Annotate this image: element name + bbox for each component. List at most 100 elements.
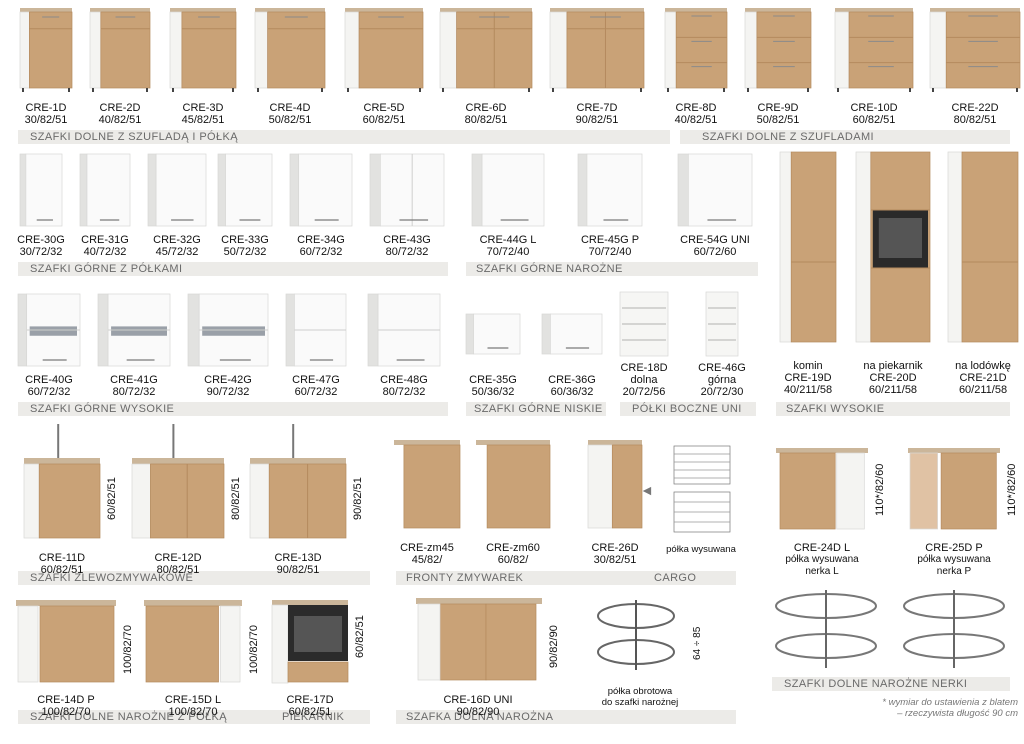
cabinet-code: CRE-20D <box>869 372 917 384</box>
band-corner-single: SZAFKA DOLNA NAROŻNA <box>396 710 736 724</box>
cabinet-dimensions: 70/72/40 <box>588 246 632 258</box>
sink-cabinet-image <box>249 424 347 539</box>
cabinet-code: CRE-41G <box>110 374 158 386</box>
cabinet-code: CRE-40G <box>25 374 73 386</box>
base-cabinet-image <box>89 8 151 92</box>
cabinet-dimensions: 60/72/32 <box>294 386 338 398</box>
cabinet-code: CRE-45G P <box>580 234 640 246</box>
base-cabinet-image <box>929 8 1021 92</box>
dimension-label: 110*/82/60 <box>1006 463 1018 516</box>
cabinet-dimensions: 30/72/32 <box>19 246 63 258</box>
cabinet-dimensions: 70/72/40 <box>486 246 530 258</box>
band-label: SZAFKA DOLNA NAROŻNA <box>406 711 554 723</box>
base-cabinet-image <box>549 8 645 92</box>
upper-cabinet-image <box>187 293 269 367</box>
cabinet-code: CRE-4D <box>269 102 311 114</box>
shelf-code: CRE-46G <box>698 362 746 374</box>
corner-note1: półka wysuwana <box>917 554 991 565</box>
cabinet-code: CRE-34G <box>297 234 345 246</box>
cargo-note: półka wysuwana <box>666 544 736 555</box>
cabinet-code: CRE-13D <box>274 552 322 564</box>
band-label: CARGO <box>654 572 697 584</box>
cabinet-code: CRE-11D <box>38 552 86 564</box>
band-label: SZAFKI DOLNE Z SZUFLADAMI <box>702 131 874 143</box>
cabinet-dimensions: 50/82/51 <box>756 114 800 126</box>
cabinet-code: CRE-17D <box>286 694 334 706</box>
cabinet-dimensions: 80/82/51 <box>953 114 997 126</box>
upper-cabinet-image <box>17 293 81 367</box>
sink-cabinet-image <box>23 424 101 539</box>
upper-cabinet-image <box>577 153 643 227</box>
cabinet-code: CRE-42G <box>204 374 252 386</box>
band-label: SZAFKI DOLNE NAROŻNE Z PÓŁKĄ <box>30 711 228 723</box>
band-label: PIEKARNIK <box>282 711 345 723</box>
dimension-label: 100/82/70 <box>248 625 260 674</box>
band-label: SZAFKI DOLNE NAROŻNE NERKI <box>784 678 968 690</box>
shelf-dims: 20/72/56 <box>622 386 666 398</box>
shelf-code: CRE-18D <box>620 362 668 374</box>
cabinet-dimensions: 60/82/51 <box>288 706 332 718</box>
corner-cabinet-image <box>908 448 1000 530</box>
band-upper-shelves: SZAFKI GÓRNE Z PÓŁKAMI <box>18 262 448 276</box>
cabinet-dimensions: 60/211/58 <box>958 384 1008 396</box>
cabinet-dimensions: 90/82/51 <box>276 564 320 576</box>
base-cabinet-image <box>439 8 533 92</box>
dimension-label: 90/82/51 <box>352 477 364 520</box>
cabinet-note: na lodówkę <box>955 360 1011 372</box>
dishwasher-front-image <box>587 440 643 529</box>
cabinet-dimensions: 100/82/70 <box>168 706 218 718</box>
cabinet-code: CRE-36G <box>548 374 596 386</box>
band-label: SZAFKI GÓRNE WYSOKIE <box>30 403 175 415</box>
band-upper-low: SZAFKI GÓRNE NISKIE <box>466 402 606 416</box>
band-corner-kidney: SZAFKI DOLNE NAROŻNE NERKI <box>772 677 1010 691</box>
cabinet-code: CRE-26D <box>591 542 639 554</box>
band-sink: SZAFKI ZLEWOZMYWAKOWE <box>18 571 370 585</box>
cabinet-dimensions: 45/82/ <box>411 554 443 566</box>
corner-code: CRE-24D L <box>793 542 851 554</box>
cabinet-dimensions: 80/72/32 <box>382 386 426 398</box>
corner-cabinet-image <box>776 448 868 530</box>
base-cabinet-image <box>254 8 326 92</box>
base-cabinet-image <box>19 8 73 92</box>
upper-cabinet-image <box>465 313 521 355</box>
cabinet-dimensions: 50/82/51 <box>268 114 312 126</box>
cabinet-code: CRE-14D P <box>37 694 95 706</box>
dimension-label: 110*/82/60 <box>874 463 886 516</box>
band-upper-tall: SZAFKI GÓRNE WYSOKIE <box>18 402 448 416</box>
cabinet-code: CRE-3D <box>182 102 224 114</box>
upper-cabinet-image <box>289 153 353 227</box>
upper-cabinet-image <box>147 153 207 227</box>
upper-cabinet-image <box>369 153 445 227</box>
cabinet-code: CRE-33G <box>221 234 269 246</box>
cabinet-code: CRE-19D <box>784 372 832 384</box>
band-upper-corner: SZAFKI GÓRNE NAROŻNE <box>466 262 758 276</box>
base-cabinet-image <box>834 8 914 92</box>
cabinet-code: CRE-9D <box>757 102 799 114</box>
side-shelf-lower-image <box>619 291 669 357</box>
dimension-label: 90/82/90 <box>548 625 560 668</box>
cabinet-dimensions: 40/72/32 <box>83 246 127 258</box>
upper-cabinet-image <box>541 313 603 355</box>
upper-cabinet-image <box>19 153 63 227</box>
band-label: SZAFKI GÓRNE NISKIE <box>474 403 603 415</box>
upper-cabinet-image <box>285 293 347 367</box>
